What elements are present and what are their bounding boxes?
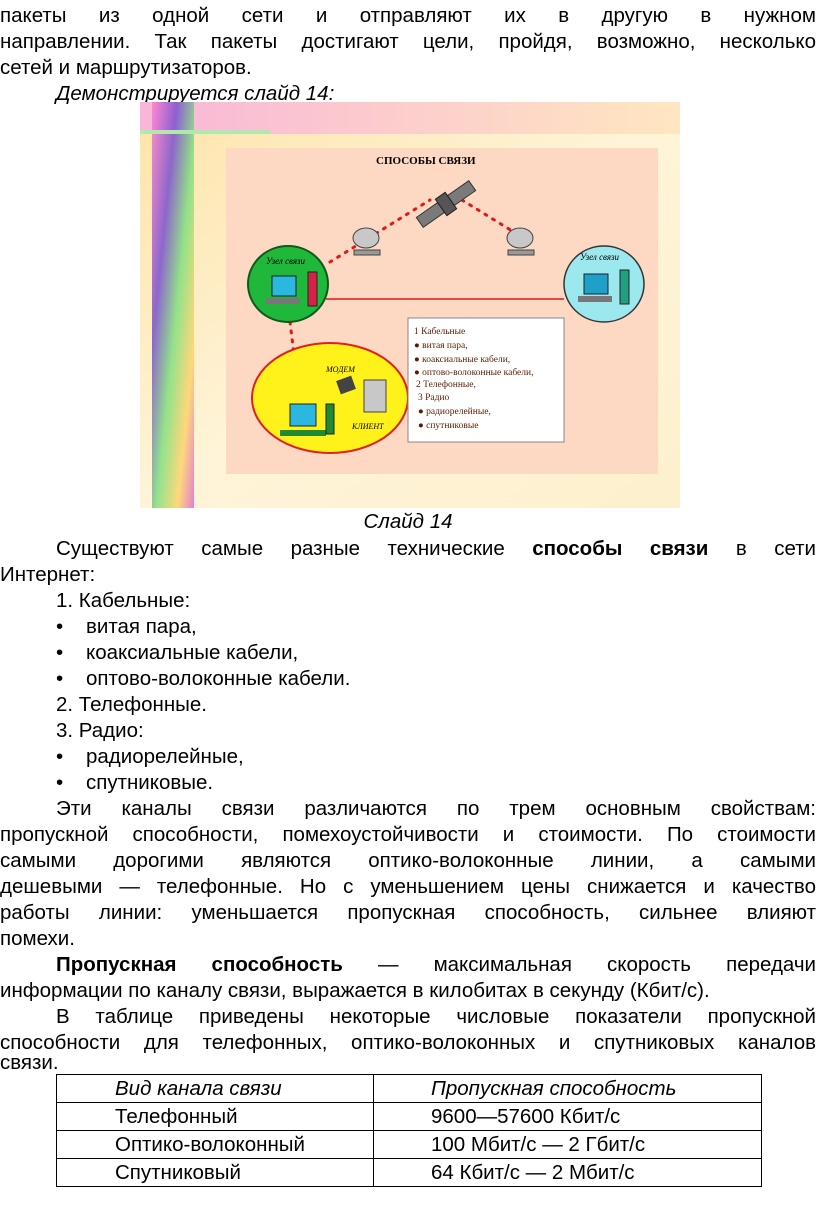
demo-text: Демонстрируется слайд 14: [56, 82, 335, 105]
satellite-icon [415, 180, 477, 228]
link-left-sat [328, 198, 432, 264]
para4-line1: В таблице приведены некоторые числовые п… [56, 1005, 816, 1028]
para1-line1: Существуют самые разные технические спос… [56, 537, 816, 560]
list-item: •радиорелейные, [56, 745, 244, 768]
para2-line5: работы линии: уменьшается пропускная спо… [0, 901, 816, 924]
para3-line2: информации по каналу связи, выражается в… [0, 979, 710, 1002]
para2-line3: самыми дорогими являются оптико-волоконн… [0, 849, 816, 872]
list-item: •оптово-волоконные кабели. [56, 667, 351, 690]
legend-item-2: ● витая пара, [414, 341, 468, 351]
slide-decor-stripe [152, 102, 194, 508]
table-row: Оптико-волоконный 100 Мбит/с — 2 Гбит/с [56, 1130, 762, 1159]
table-cell: 64 Кбит/с — 2 Мбит/с [373, 1158, 762, 1187]
slide-top-band [140, 102, 680, 134]
method-list: 1. Кабельные: •витая пара, •коаксиальные… [56, 588, 350, 796]
legend-item-1: 1 Кабельные [414, 326, 465, 337]
table-row: Телефонный 9600—57600 Кбит/с [56, 1102, 762, 1131]
para2-line1: Эти каналы связи различаются по трем осн… [56, 797, 816, 820]
para2-line2: пропускной способности, помехоустойчивос… [0, 823, 816, 846]
legend-item-6: 3 Радио [418, 393, 450, 403]
legend-item-3: ● коаксиальные кабели, [414, 354, 510, 365]
node-left-label: Узел связи [266, 256, 306, 266]
computer-right-icon [578, 269, 630, 305]
legend-item-7: ● радиорелейные, [418, 406, 491, 417]
list-item: 1. Кабельные: [56, 589, 191, 612]
slide-title: СПОСОБЫ СВЯЗИ [376, 155, 476, 167]
table-header-cell: Пропускная способность [373, 1074, 762, 1103]
client-label: КЛИЕНТ [351, 422, 384, 431]
table-header-cell: Вид канала связи [56, 1074, 374, 1103]
computer-client-icon [280, 403, 335, 436]
modem-label: МОДЕМ [325, 365, 356, 374]
list-item: 2. Телефонные. [56, 693, 207, 716]
bandwidth-table: Вид канала связи Пропускная способность … [56, 1074, 762, 1187]
intro-line-1: пакеты из одной сети и отправляют их в д… [0, 4, 816, 27]
para1-line2: Интернет: [0, 563, 96, 586]
list-item: •спутниковые. [56, 771, 214, 794]
modem-icon [336, 375, 387, 413]
list-item: •витая пара, [56, 615, 197, 638]
para3-line1: Пропускная способность — максимальная ск… [56, 953, 816, 976]
para4-line3: связи. [0, 1051, 59, 1074]
list-item: •коаксиальные кабели, [56, 641, 299, 664]
slide-image: СПОСОБЫ СВЯЗИ Узел связи Узел связи МОДЕ… [140, 102, 680, 508]
dish-left-icon [352, 227, 381, 256]
para2-line4: дешевыми — телефонные. Но с уменьшением … [0, 875, 816, 898]
para2-line6: помехи. [0, 927, 75, 950]
table-row: Спутниковый 64 Кбит/с — 2 Мбит/с [56, 1158, 762, 1187]
table-cell: 9600—57600 Кбит/с [373, 1102, 762, 1131]
legend-box [407, 317, 565, 443]
table-cell: 100 Мбит/с — 2 Гбит/с [373, 1130, 762, 1159]
list-item: 3. Радио: [56, 719, 144, 742]
table-cell: Оптико-волоконный [56, 1130, 374, 1159]
intro-line-2: направлении. Так пакеты достигают цели, … [0, 30, 816, 53]
legend-item-4: ● оптово-волоконные кабели, [414, 367, 533, 378]
table-cell: Телефонный [56, 1102, 374, 1131]
slide-decor-line [140, 130, 270, 134]
intro-line-3: сетей и маршрутизаторов. [0, 56, 252, 79]
para4-line2: способности для телефонных, оптико-волок… [0, 1031, 816, 1054]
table-cell: Спутниковый [56, 1158, 374, 1187]
legend-item-5: 2 Телефонные, [416, 379, 476, 390]
legend-item-8: ● спутниковые [418, 421, 478, 431]
table-header-row: Вид канала связи Пропускная способность [56, 1074, 762, 1103]
slide-caption: Слайд 14 [363, 510, 453, 533]
computer-left-icon [266, 271, 318, 307]
dish-right-icon [506, 227, 535, 256]
node-right-label: Узел связи [580, 252, 620, 262]
